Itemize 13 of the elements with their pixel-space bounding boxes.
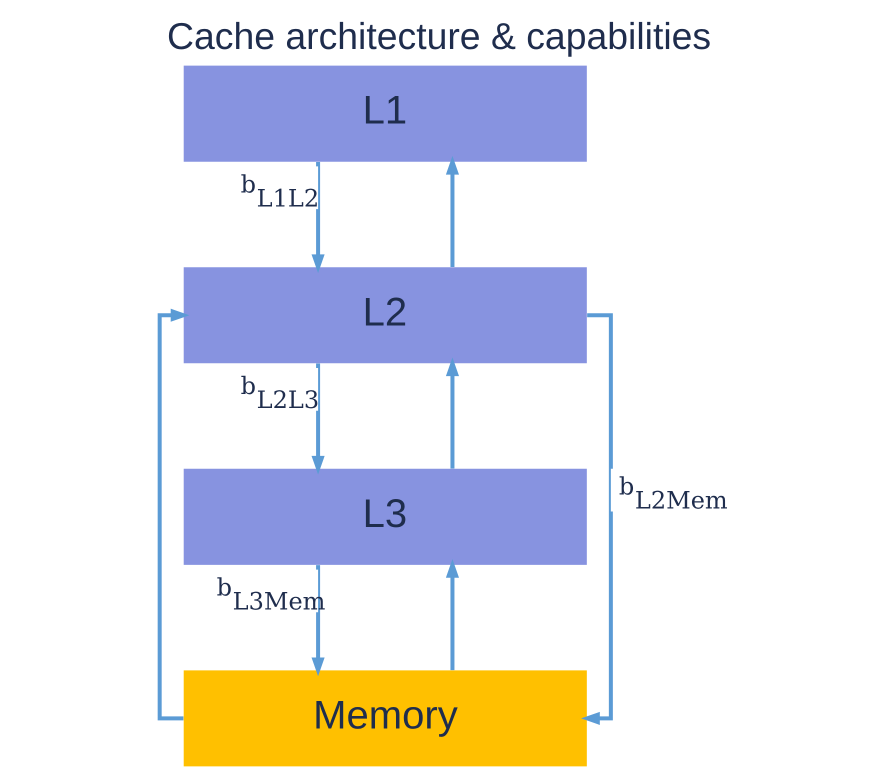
arrow xyxy=(446,558,460,670)
arrow xyxy=(312,565,325,676)
node-box: L3 xyxy=(184,468,587,565)
node-box: Memory xyxy=(184,670,587,766)
arrow xyxy=(158,308,190,720)
node-box: L2 xyxy=(184,267,587,364)
arrow xyxy=(581,313,613,725)
node-box: L1 xyxy=(184,66,587,162)
diagram-title: Cache architecture & capabilities xyxy=(167,14,712,57)
arrow xyxy=(312,364,325,475)
arrow xyxy=(446,156,460,267)
arrow xyxy=(446,357,460,469)
arrow xyxy=(312,162,325,274)
